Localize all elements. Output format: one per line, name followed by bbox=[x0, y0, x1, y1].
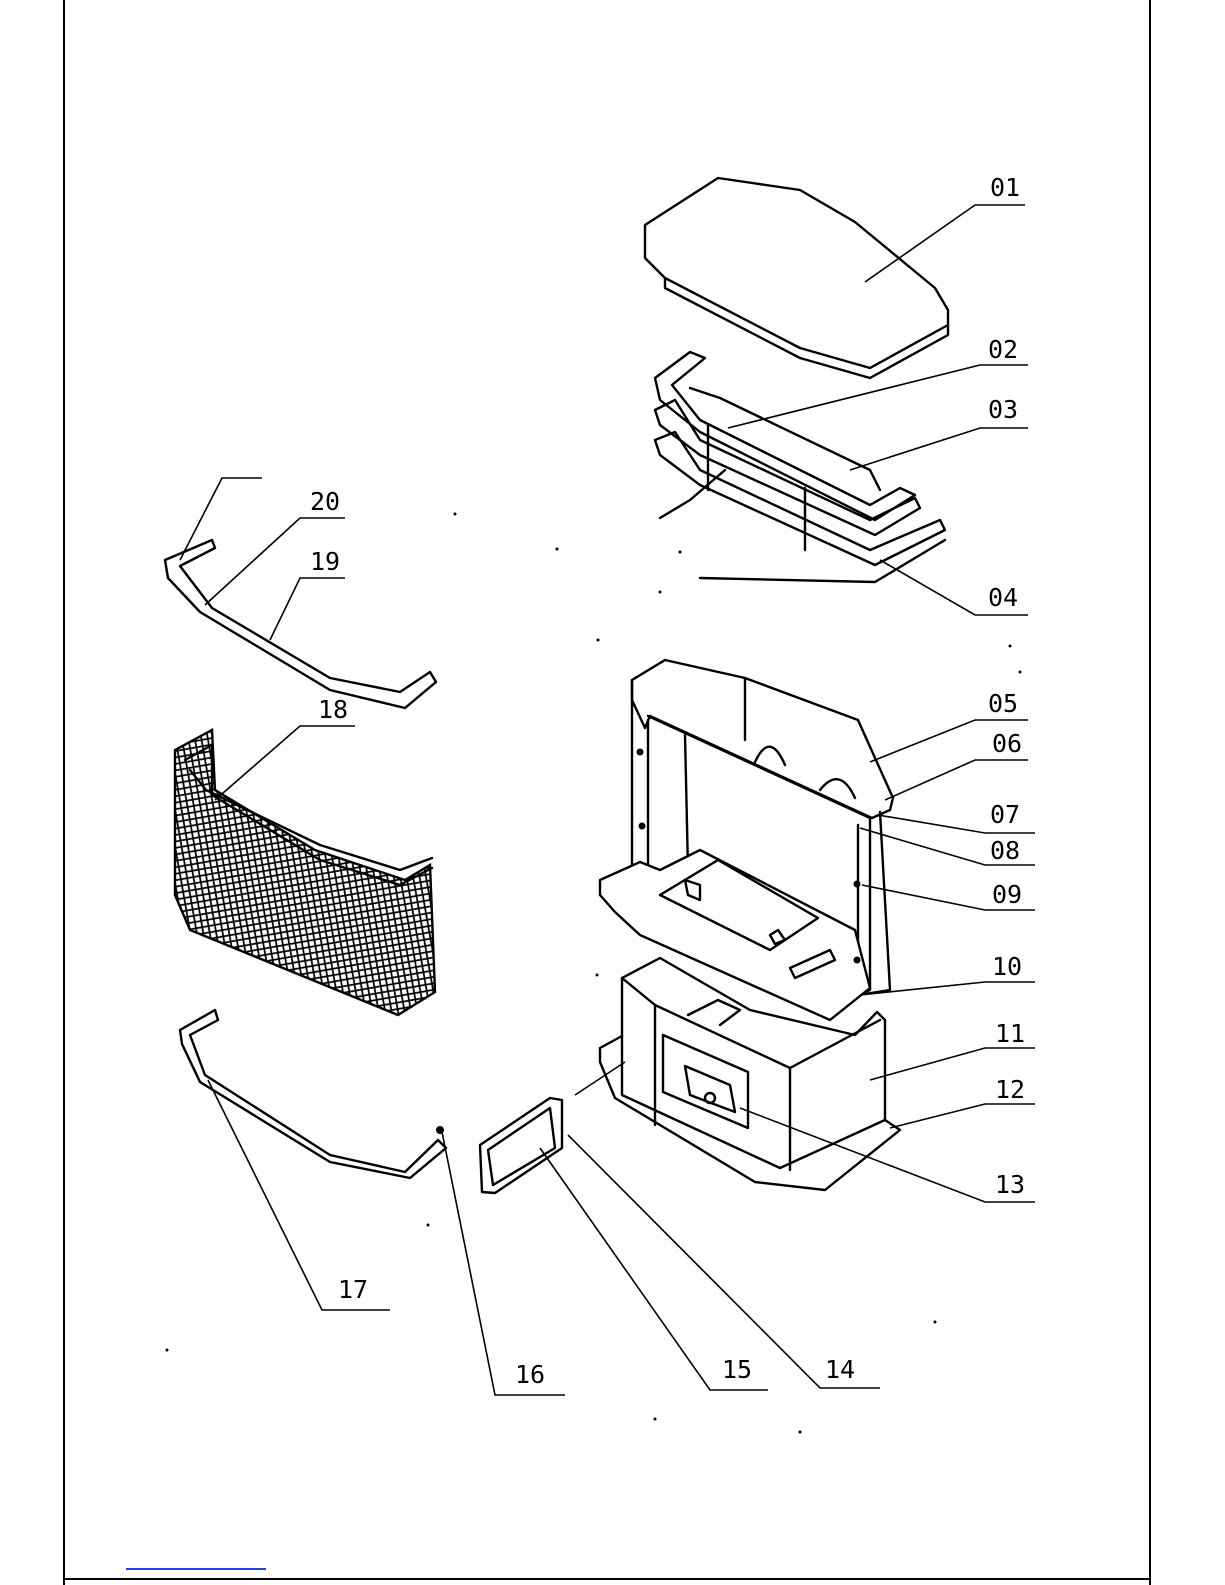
callout-15: 15 bbox=[722, 1355, 752, 1384]
callout-04: 04 bbox=[988, 583, 1018, 612]
callout-16: 16 bbox=[515, 1360, 545, 1389]
footer-link-underline[interactable] bbox=[126, 1568, 266, 1570]
part-17-lower-rail bbox=[180, 1010, 446, 1178]
callout-08: 08 bbox=[990, 836, 1020, 865]
callout-17: 17 bbox=[338, 1275, 368, 1304]
callout-09: 09 bbox=[992, 880, 1022, 909]
callout-06: 06 bbox=[992, 729, 1022, 758]
callout-03: 03 bbox=[988, 395, 1018, 424]
part-14-15-door-frame bbox=[480, 1098, 562, 1193]
callout-labels: 01 02 03 04 05 06 07 08 09 10 11 12 13 1… bbox=[310, 173, 1025, 1389]
leader-lines bbox=[180, 205, 1035, 1395]
callout-14: 14 bbox=[825, 1355, 855, 1384]
callout-05: 05 bbox=[988, 689, 1018, 718]
callout-02: 02 bbox=[988, 335, 1018, 364]
callout-10: 10 bbox=[992, 952, 1022, 981]
callout-19: 19 bbox=[310, 547, 340, 576]
part-01-top-plate bbox=[645, 178, 948, 378]
part-19-20-top-rail bbox=[165, 540, 436, 708]
callout-18: 18 bbox=[318, 695, 348, 724]
callout-01: 01 bbox=[990, 173, 1020, 202]
callout-11: 11 bbox=[995, 1019, 1025, 1048]
callout-20: 20 bbox=[310, 487, 340, 516]
part-18-mesh-screen bbox=[175, 730, 435, 1015]
callout-13: 13 bbox=[995, 1170, 1025, 1199]
callout-12: 12 bbox=[995, 1075, 1025, 1104]
callout-07: 07 bbox=[990, 800, 1020, 829]
part-02-04-frame-rails bbox=[655, 352, 945, 582]
